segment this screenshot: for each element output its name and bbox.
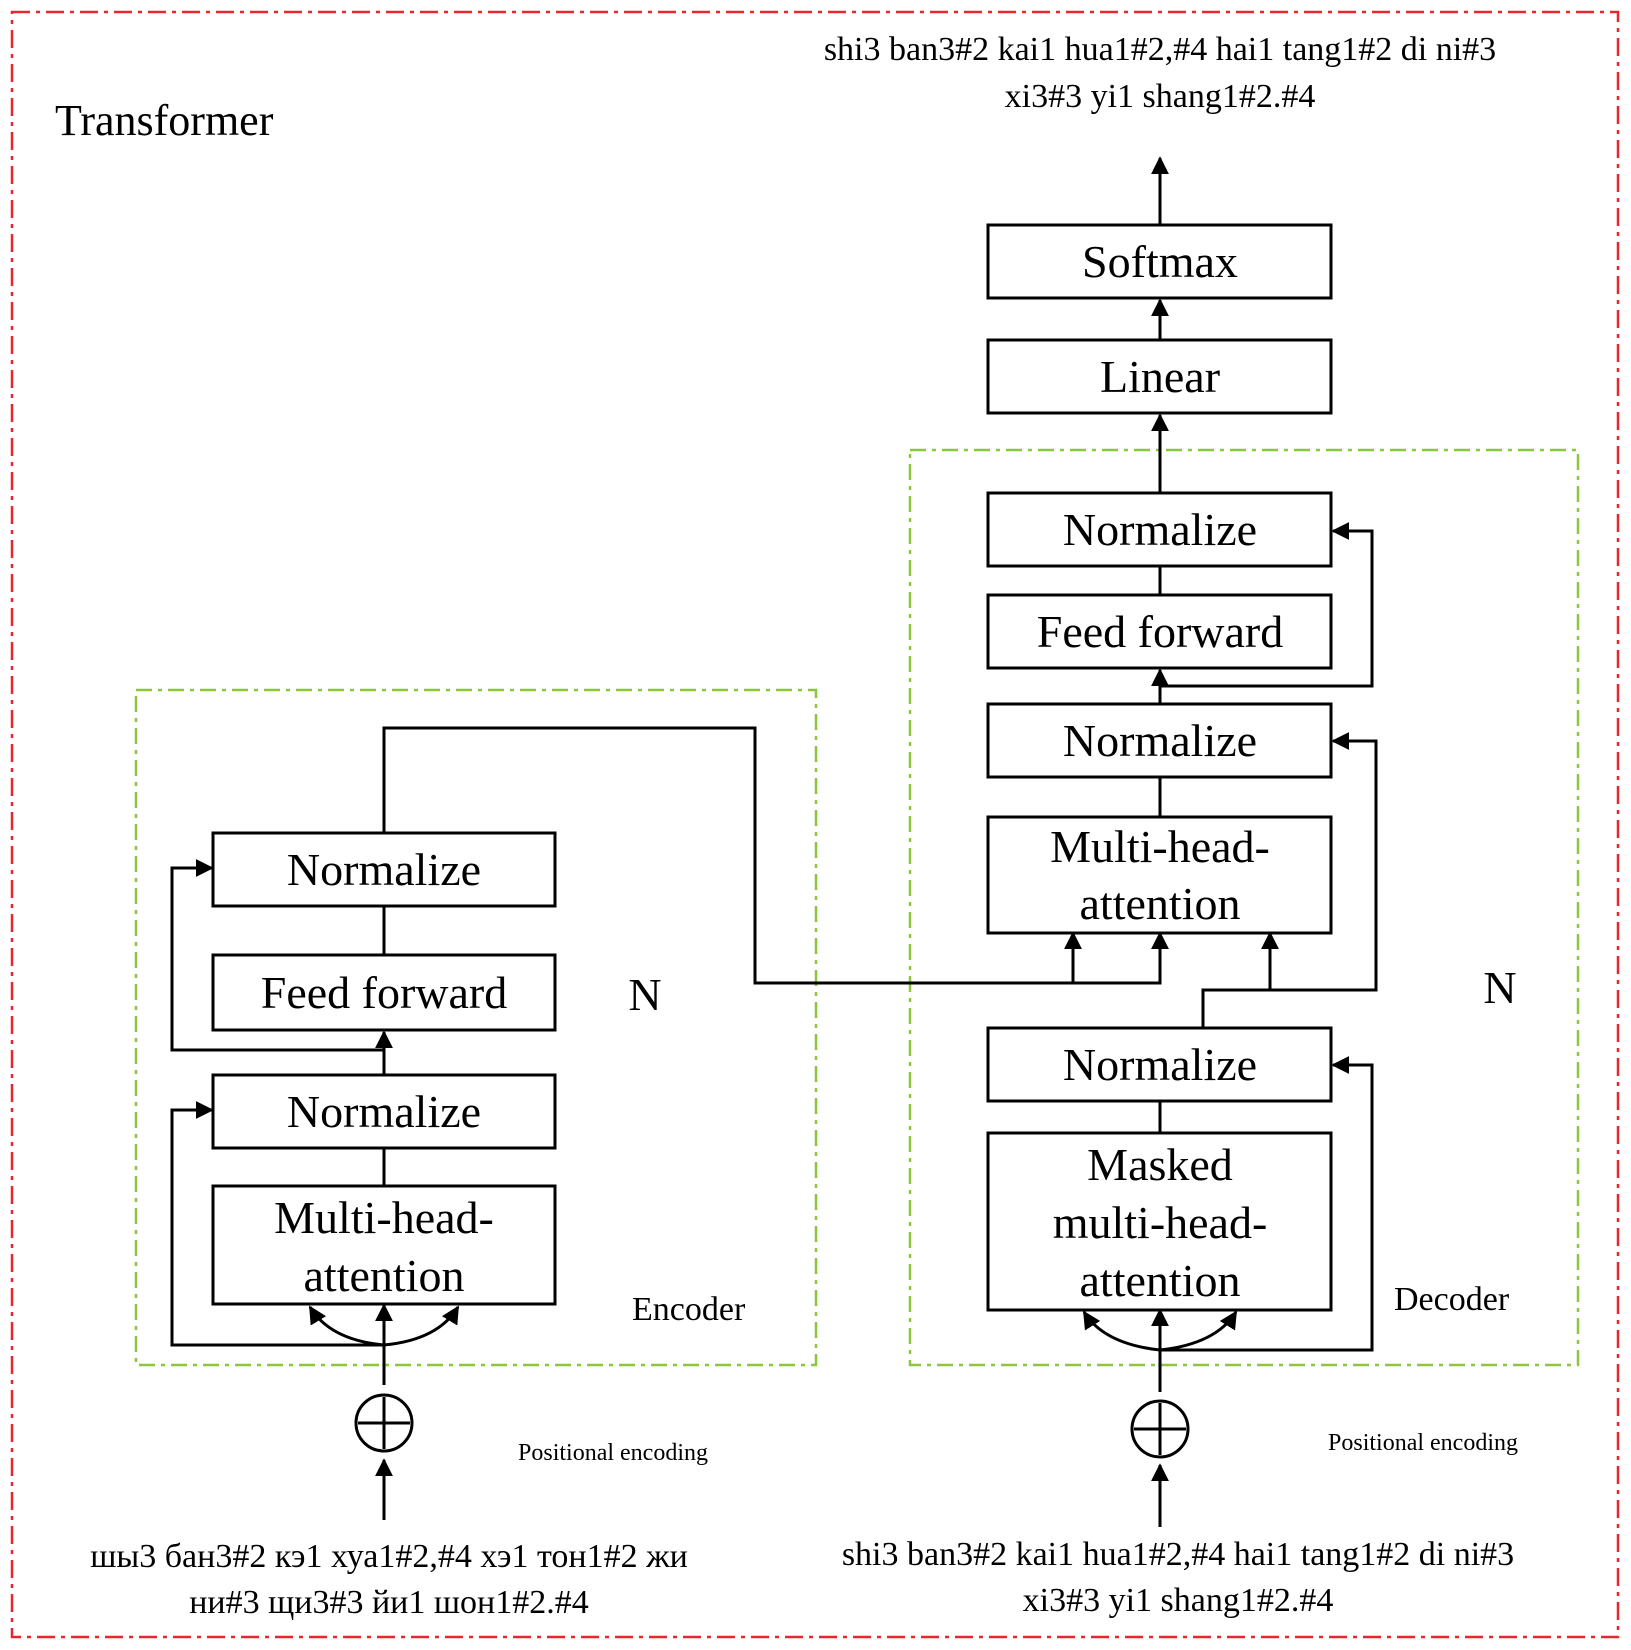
decoder-block-border [908, 448, 1580, 1367]
encoder-norm-upper-label: Normalize [287, 844, 481, 895]
decoder-ff-label: Feed forward [1037, 606, 1284, 657]
encoder-norm-upper-box [211, 831, 557, 908]
diagram-title: Transformer [55, 96, 274, 145]
decoder-masked-attention-label-3: attention [1080, 1255, 1241, 1306]
decoder-norm-2-label: Normalize [1063, 715, 1257, 766]
decoder-fan-left [1082, 1310, 1161, 1352]
encoder-norm-lower-box [211, 1073, 557, 1150]
encoder-fan-right [383, 1305, 460, 1347]
output-text-line-2: xi3#3 yi1 shang1#2.#4 [1005, 78, 1316, 115]
softmax-box [986, 223, 1333, 300]
decoder-masked-attention-label-2: multi-head- [1053, 1197, 1268, 1248]
encoder-attention-label-2: attention [304, 1250, 465, 1301]
encoder-input-line-2: ни#3 щи3#3 йи1 шон1#2.#4 [189, 1584, 589, 1621]
decoder-norm-3-box [986, 491, 1333, 568]
encoder-fan-left [308, 1305, 385, 1347]
decoder-residual-2 [1270, 732, 1378, 992]
outer-border [10, 10, 1620, 1639]
decoder-norm-2-box [986, 702, 1333, 779]
decoder-label: Decoder [1394, 1281, 1510, 1318]
decoder-positional-encoding-label: Positional encoding [1328, 1430, 1518, 1456]
decoder-residual-3 [1160, 522, 1374, 688]
encoder-input-line-1: шы3 бан3#2 кэ1 хуа1#2,#4 хэ1 тон1#2 жи [90, 1538, 688, 1575]
encoder: Multi-head- attention Normalize Feed for… [90, 726, 1169, 1621]
encoder-block-border [134, 688, 818, 1367]
encoder-positional-encoding-label: Positional encoding [518, 1440, 708, 1466]
decoder: Masked multi-head- attention Normalize M… [842, 156, 1518, 1619]
encoder-label: Encoder [632, 1291, 746, 1328]
encoder-attention-label-1: Multi-head- [274, 1192, 494, 1243]
decoder-norm-1-box [986, 1026, 1333, 1103]
encoder-ff-label: Feed forward [261, 967, 508, 1018]
encoder-repeat-label: N [628, 969, 661, 1020]
encoder-add-icon [354, 1393, 414, 1453]
decoder-ff-box [986, 593, 1333, 670]
decoder-attention-box [986, 815, 1333, 935]
decoder-input-line-1: shi3 ban3#2 kai1 hua1#2,#4 hai1 tang1#2 … [842, 1536, 1514, 1573]
encoder-residual-2 [170, 859, 384, 1052]
linear-label: Linear [1100, 351, 1220, 402]
encoder-residual-1 [170, 1101, 384, 1347]
decoder-add-icon [1130, 1399, 1190, 1459]
encoder-norm-lower-label: Normalize [287, 1086, 481, 1137]
decoder-input-line-2: xi3#3 yi1 shang1#2.#4 [1023, 1582, 1334, 1619]
encoder-to-decoder [382, 726, 1169, 985]
output-text-line-1: shi3 ban3#2 kai1 hua1#2,#4 hai1 tang1#2 … [824, 31, 1496, 68]
decoder-norm-1-label: Normalize [1063, 1039, 1257, 1090]
decoder-attention-label-1: Multi-head- [1050, 821, 1270, 872]
decoder-masked-attention-label-1: Masked [1087, 1139, 1233, 1190]
decoder-repeat-label: N [1483, 962, 1516, 1013]
decoder-norm-to-attention [1201, 931, 1279, 1028]
decoder-residual-1 [1160, 1056, 1374, 1352]
decoder-attention-label-2: attention [1080, 878, 1241, 929]
decoder-fan-right [1159, 1310, 1238, 1352]
softmax-label: Softmax [1082, 236, 1238, 287]
encoder-ff-box [211, 953, 557, 1032]
encoder-attention-box [211, 1184, 557, 1306]
decoder-masked-attention-box [986, 1131, 1333, 1312]
linear-box [986, 338, 1333, 415]
decoder-norm-3-label: Normalize [1063, 504, 1257, 555]
